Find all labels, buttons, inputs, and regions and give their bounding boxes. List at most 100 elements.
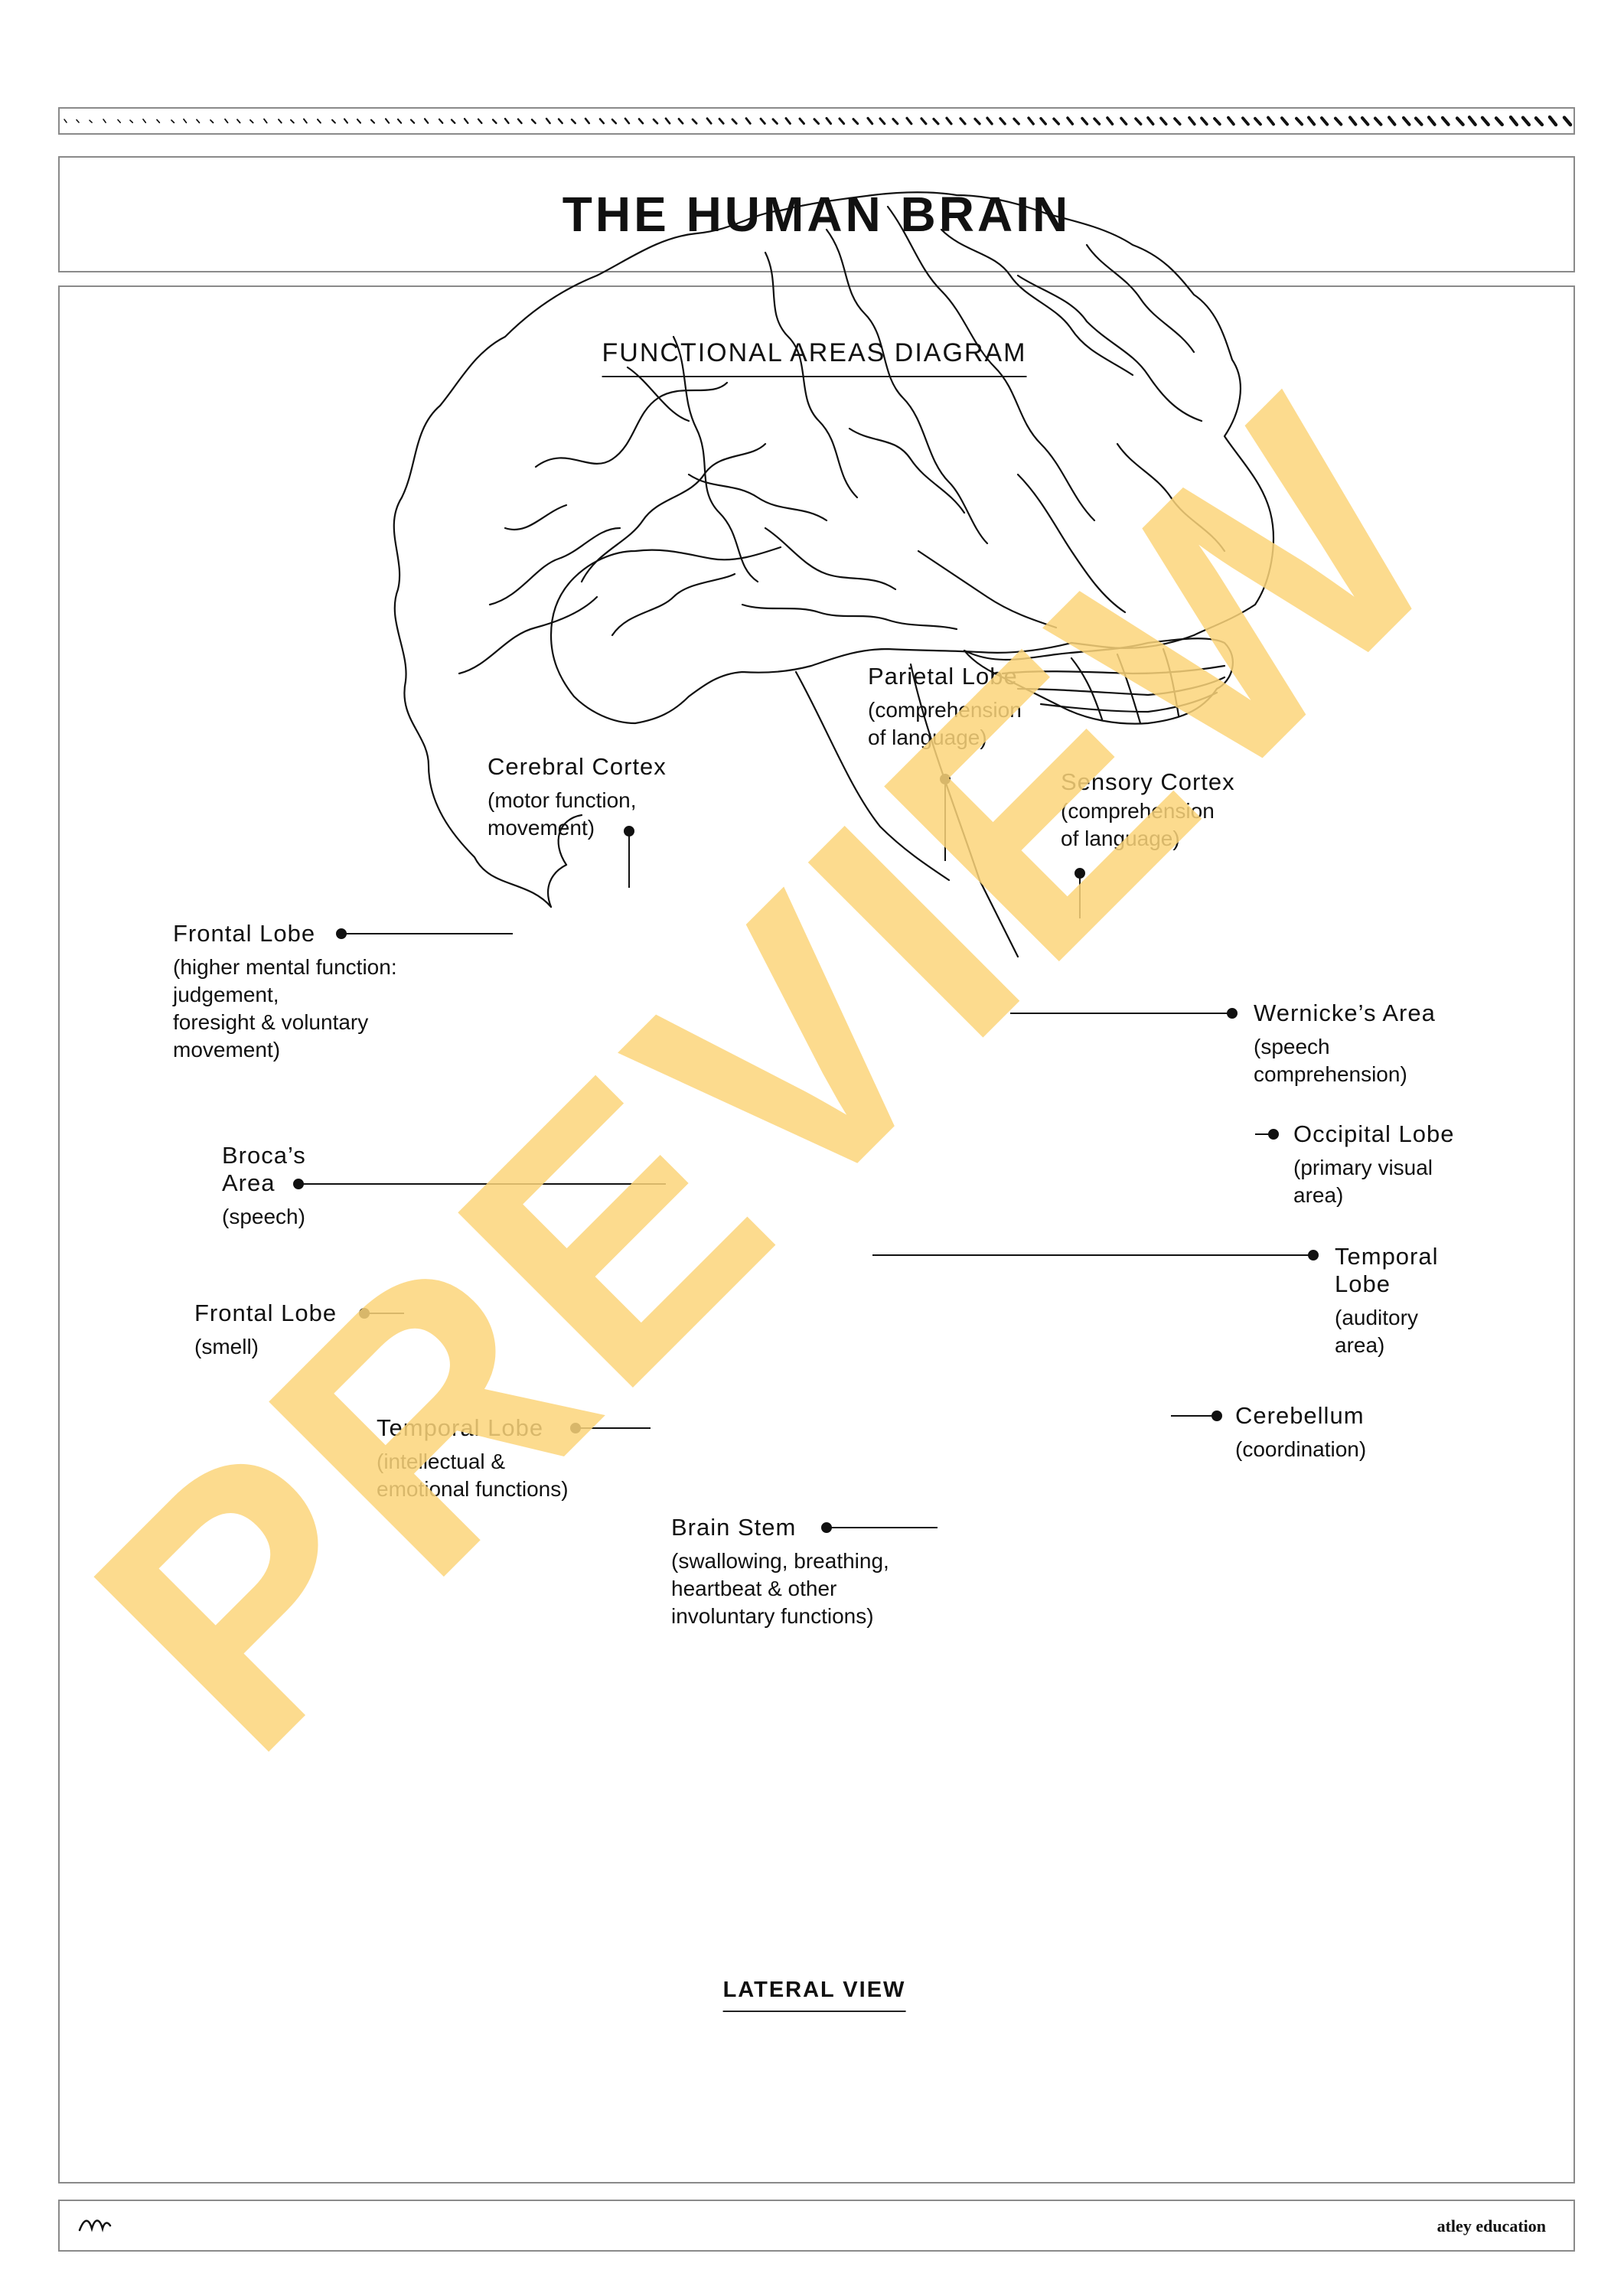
dash-mark [224, 118, 229, 124]
dash-mark [356, 118, 362, 124]
dash-mark [504, 117, 510, 125]
parietal-lobe-marker [940, 774, 951, 784]
dash-mark [129, 119, 134, 123]
dash-mark [1440, 116, 1450, 126]
label-sensory-cortex: Sensory Cortex (comprehension of languag… [1061, 768, 1235, 850]
dash-mark [196, 119, 201, 124]
dash-mark [932, 117, 940, 126]
dash-mark [1146, 116, 1155, 126]
dash-mark [1254, 116, 1262, 126]
occipital-lobe-marker [1268, 1129, 1279, 1140]
dash-mark [905, 116, 913, 126]
dash-mark [691, 118, 698, 125]
dash-mark [999, 117, 1006, 126]
dash-mark [866, 116, 874, 126]
dash-mark [263, 118, 268, 124]
dash-mark [1013, 117, 1020, 126]
dash-mark [959, 117, 967, 126]
dash-mark [1348, 116, 1358, 126]
dash-mark [1066, 116, 1075, 126]
dash-mark [745, 117, 752, 125]
dash-mark [584, 117, 591, 125]
dash-mark [852, 118, 859, 126]
dash-mark [530, 119, 536, 125]
dash-mark [718, 117, 725, 125]
dash-mark [316, 119, 321, 124]
leader-lines [293, 774, 1319, 1533]
dash-mark [76, 119, 80, 123]
dash-mark [1307, 116, 1316, 126]
dash-mark [1188, 116, 1196, 126]
dash-mark [879, 117, 886, 126]
dash-mark [986, 116, 993, 126]
dash-mark [331, 119, 336, 124]
dash-mark [384, 118, 390, 124]
brocas-area-marker [293, 1179, 304, 1189]
dash-mark [517, 118, 523, 125]
frontal-lobe-marker [336, 928, 347, 939]
dash-mark [278, 119, 282, 124]
dash-mark [183, 118, 188, 124]
dash-mark [1562, 116, 1573, 127]
dash-mark [156, 119, 161, 124]
cerebellum-marker [1211, 1411, 1222, 1421]
dash-mark [1455, 116, 1465, 126]
dash-mark [477, 118, 483, 124]
dash-marks [64, 115, 1573, 127]
dash-mark [1134, 117, 1143, 126]
dash-mark [463, 118, 469, 124]
dash-mark [249, 119, 254, 124]
brain-stem-marker [821, 1522, 832, 1533]
dash-mark [598, 118, 605, 125]
dash-mark [813, 118, 820, 126]
dash-mark [1480, 116, 1490, 126]
dash-mark [798, 117, 805, 125]
temporal-lobe-marker [1308, 1250, 1319, 1261]
dash-mark [1508, 115, 1519, 127]
dash-mark [825, 116, 833, 126]
view-label: LATERAL VIEW [722, 1978, 906, 2012]
dash-mark [1027, 116, 1035, 126]
dash-mark [491, 119, 497, 125]
dash-mark [409, 119, 416, 124]
dash-mark [838, 117, 846, 126]
dash-mark [64, 119, 67, 123]
dash-mark [945, 116, 953, 126]
dash-mark [1521, 116, 1531, 127]
dash-mark [290, 119, 295, 124]
dash-mark [892, 117, 899, 126]
dash-mark [1159, 116, 1168, 126]
label-cerebellum: Cerebellum (coordination) [1235, 1402, 1367, 1461]
dash-mark [1093, 117, 1101, 126]
wernickes-area-marker [1227, 1008, 1238, 1019]
squiggle-logo-icon [78, 2219, 112, 2232]
label-frontal-lobe: Frontal Lobe (higher mental function: ju… [173, 920, 397, 1062]
dash-mark [611, 118, 618, 125]
dash-mark [1200, 116, 1208, 126]
dash-mark [706, 117, 713, 125]
label-wernickes-area: Wernicke’s Area (speech comprehension) [1254, 1000, 1436, 1086]
dash-mark [624, 117, 631, 125]
label-cerebral-cortex: Cerebral Cortex (motor function, movemen… [488, 753, 667, 840]
label-parietal-lobe: Parietal Lobe (comprehension of language… [868, 663, 1022, 749]
dash-mark [236, 119, 241, 124]
decorative-dash-strip [58, 107, 1575, 135]
dash-mark [771, 118, 778, 125]
dash-mark [1039, 116, 1047, 126]
label-occipital-lobe: Occipital Lobe (primary visual area) [1293, 1120, 1455, 1207]
label-brocas-area: Broca’s Area (speech) [222, 1142, 306, 1228]
dash-mark [1401, 116, 1411, 126]
dash-mark [1120, 116, 1128, 126]
dash-mark [652, 118, 659, 125]
dash-mark [1547, 115, 1558, 127]
dash-mark [1319, 116, 1329, 126]
dash-mark [1427, 116, 1436, 126]
dash-mark [89, 119, 93, 123]
dash-mark [1333, 116, 1343, 126]
dash-mark [545, 117, 551, 125]
dash-mark [1241, 116, 1250, 126]
dash-mark [1081, 116, 1089, 126]
dash-mark [303, 118, 308, 124]
dash-mark [1267, 116, 1275, 126]
label-temporal-lobe-emotional: Temporal Lobe (intellectual & emotional … [377, 1414, 569, 1501]
